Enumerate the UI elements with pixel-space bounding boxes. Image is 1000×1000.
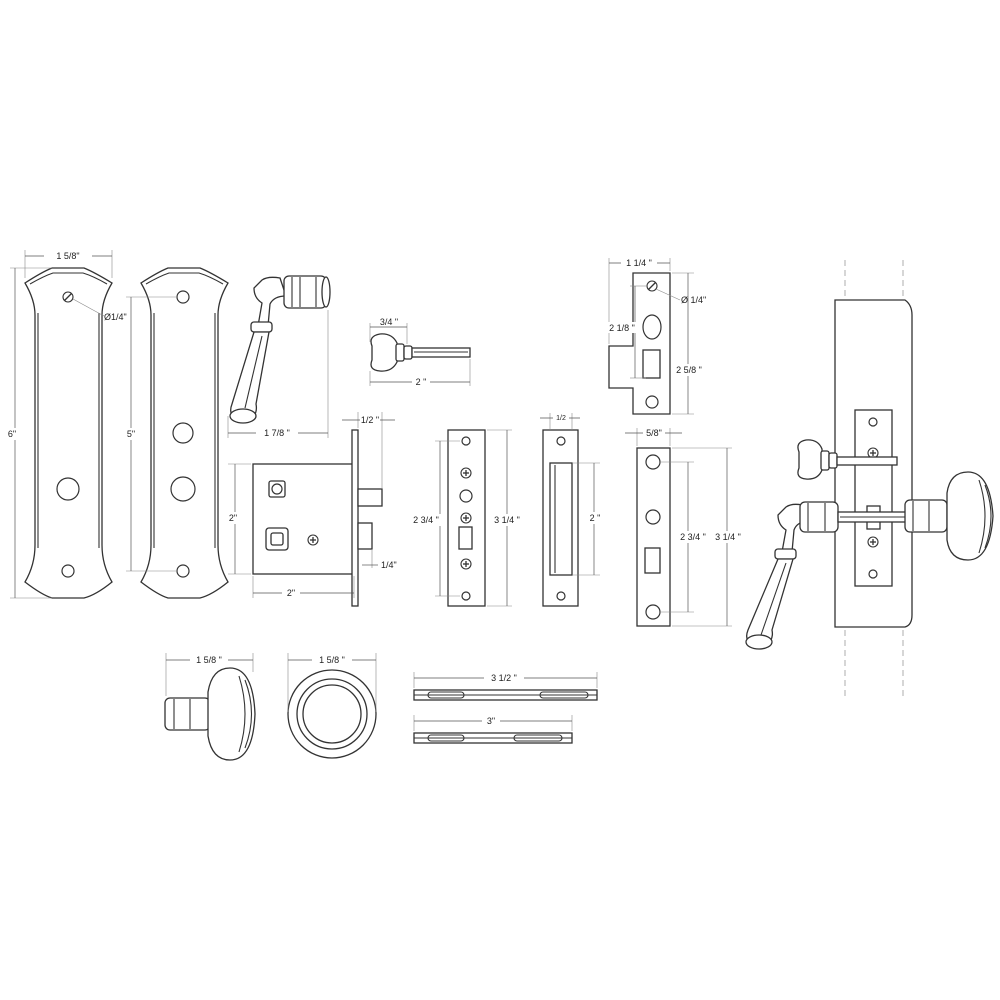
lock-height-label: 2" <box>229 513 237 523</box>
dimension-strike-plate-height: 3 1/4 " <box>672 447 745 627</box>
dimension-faceplate-spacing: 2 3/4 " <box>410 440 460 597</box>
backplate-front <box>24 267 113 599</box>
dimension-faceplate-narrow-width: 1/2 <box>540 412 580 430</box>
bolt-throw-label: 1/4" <box>381 560 397 570</box>
faceplate-narrow-inner-label: 2 " <box>590 513 601 523</box>
thumb-turn <box>370 333 471 372</box>
dimension-plate-width: 1 5/8" <box>24 250 113 278</box>
dimension-thumb-turn: 3/4 " 2 " <box>369 317 471 388</box>
faceplate-height-label: 3 1/4 " <box>494 515 520 525</box>
dimension-lock-offset: 1/2 " <box>342 412 395 488</box>
thumb-turn-dia-label: 3/4 " <box>380 317 398 327</box>
dimension-strike-height: 2 5/8 " <box>672 272 708 415</box>
strike-plate-height-label: 3 1/4 " <box>715 532 741 542</box>
lock-width-label: 2" <box>287 588 295 598</box>
spindle-short-label: 3" <box>487 716 495 726</box>
lock-offset-label: 1/2 " <box>361 415 379 425</box>
door-assembly <box>745 260 994 700</box>
faceplate-narrow <box>542 429 579 607</box>
strike-plate-width-label: 5/8" <box>646 428 662 438</box>
dimension-plate-hole-spacing: 5" <box>122 296 176 572</box>
dimension-strike-plate-width: 5/8" <box>625 427 682 446</box>
plate-hole-label: Ø1/4" <box>104 312 127 322</box>
lever-length-label: 1 7/8 " <box>264 428 290 438</box>
strike-inner-label: 2 1/8 " <box>609 323 635 333</box>
faceplate-narrow-width-label: 1/2 <box>556 415 566 422</box>
dimension-strike-hole: Ø 1/4" <box>655 288 706 305</box>
dimension-strike-plate-spacing: 2 3/4 " <box>660 461 710 613</box>
spindle-long <box>413 689 598 701</box>
dimension-spindle-long: 3 1/2 " <box>413 672 598 688</box>
backplate-rear <box>140 267 229 599</box>
dimension-lever-length: 1 7/8 " <box>227 310 329 439</box>
dimension-strike-inner: 2 1/8 " <box>607 285 646 379</box>
strike-height-label: 2 5/8 " <box>676 365 702 375</box>
dimension-spindle-short: 3" <box>413 715 573 731</box>
knob-side <box>164 667 256 761</box>
strike-hole-label: Ø 1/4" <box>681 295 706 305</box>
rose-dia-label: 1 5/8 " <box>319 655 345 665</box>
plate-width-label: 1 5/8" <box>56 251 79 261</box>
plate-hole-spacing-label: 5" <box>127 429 135 439</box>
thumb-turn-length-label: 2 " <box>416 377 427 387</box>
knob-dia-label: 1 5/8 " <box>196 655 222 665</box>
dimension-bolt-throw: 1/4" <box>362 549 397 570</box>
dimension-faceplate-narrow-inner: 2 " <box>573 462 605 576</box>
plate-height-label: 6" <box>8 429 16 439</box>
faceplate-spacing-label: 2 3/4 " <box>413 515 439 525</box>
spindle-long-label: 3 1/2 " <box>491 673 517 683</box>
strike <box>608 272 671 415</box>
dimension-lock-width: 2" <box>252 576 355 599</box>
dimension-plate-height: 6" <box>3 267 52 599</box>
strike-width-label: 1 1/4 " <box>626 258 652 268</box>
spindle-short <box>413 732 573 744</box>
dimension-lock-height: 2" <box>224 463 251 575</box>
dimension-plate-hole: Ø1/4" <box>72 298 127 322</box>
dimension-rose: 1 5/8 " <box>287 653 377 712</box>
strike-plate-spacing-label: 2 3/4 " <box>680 532 706 542</box>
rose <box>287 669 377 759</box>
lever-handle <box>229 275 331 424</box>
mortise-lock <box>252 429 383 607</box>
dimension-faceplate-height: 3 1/4 " <box>487 429 524 607</box>
strike-plate <box>636 447 671 627</box>
faceplate <box>447 429 486 607</box>
dimension-knob: 1 5/8 " <box>165 653 254 696</box>
